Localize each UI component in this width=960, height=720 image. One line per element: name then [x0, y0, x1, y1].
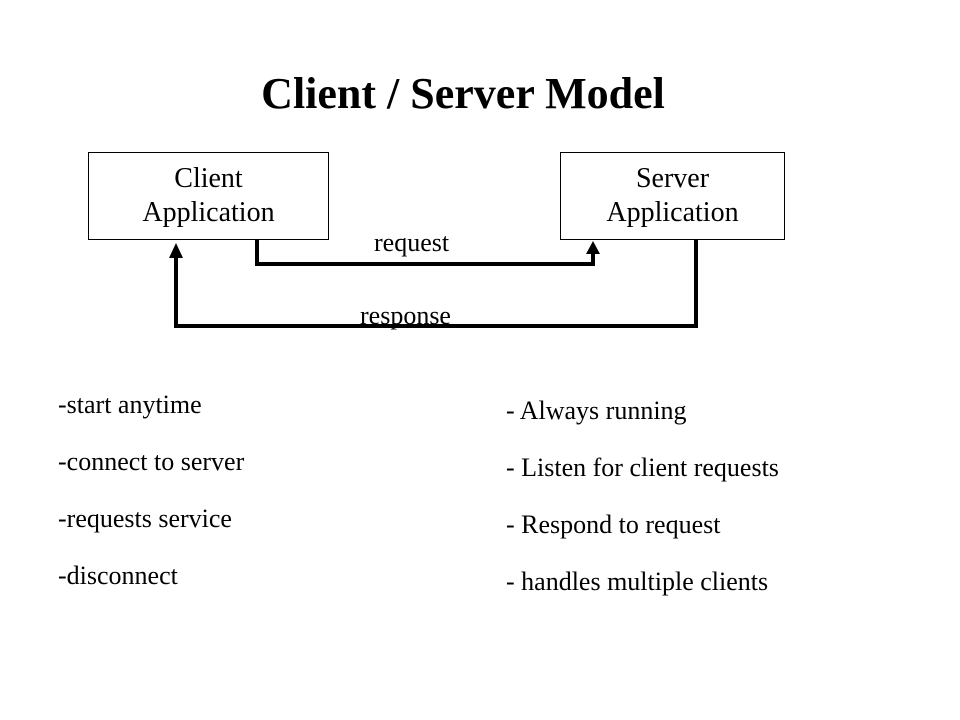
request-label: request	[374, 228, 450, 257]
server-trait-item: - handles multiple clients	[506, 567, 769, 596]
response-arrowhead	[169, 243, 183, 258]
request-arrowhead	[586, 241, 600, 254]
client-trait-item: -disconnect	[58, 561, 178, 590]
request-arrow	[255, 240, 595, 266]
server-trait-item: - Listen for client requests	[506, 453, 779, 482]
response-label: response	[360, 301, 451, 330]
server-box-label-line1: Server	[635, 163, 710, 194]
server-trait-item: - Respond to request	[506, 510, 721, 539]
client-traits-list: -start anytime -connect to server -reque…	[58, 390, 244, 618]
client-trait-item: -connect to server	[58, 447, 245, 476]
client-trait-item: -requests service	[58, 504, 232, 533]
server-box-label-line2: Application	[606, 197, 739, 228]
server-traits-list: - Always running - Listen for client req…	[506, 396, 779, 624]
response-arrow	[174, 240, 698, 328]
client-box-label-line2: Application	[142, 197, 275, 228]
page-title: Client / Server Model	[261, 69, 665, 118]
client-application-box: Client Application	[88, 152, 329, 240]
server-application-box: Server Application	[560, 152, 785, 240]
server-trait-item: - Always running	[506, 396, 687, 425]
client-trait-item: -start anytime	[58, 390, 202, 419]
client-box-label-line1: Client	[174, 163, 243, 194]
